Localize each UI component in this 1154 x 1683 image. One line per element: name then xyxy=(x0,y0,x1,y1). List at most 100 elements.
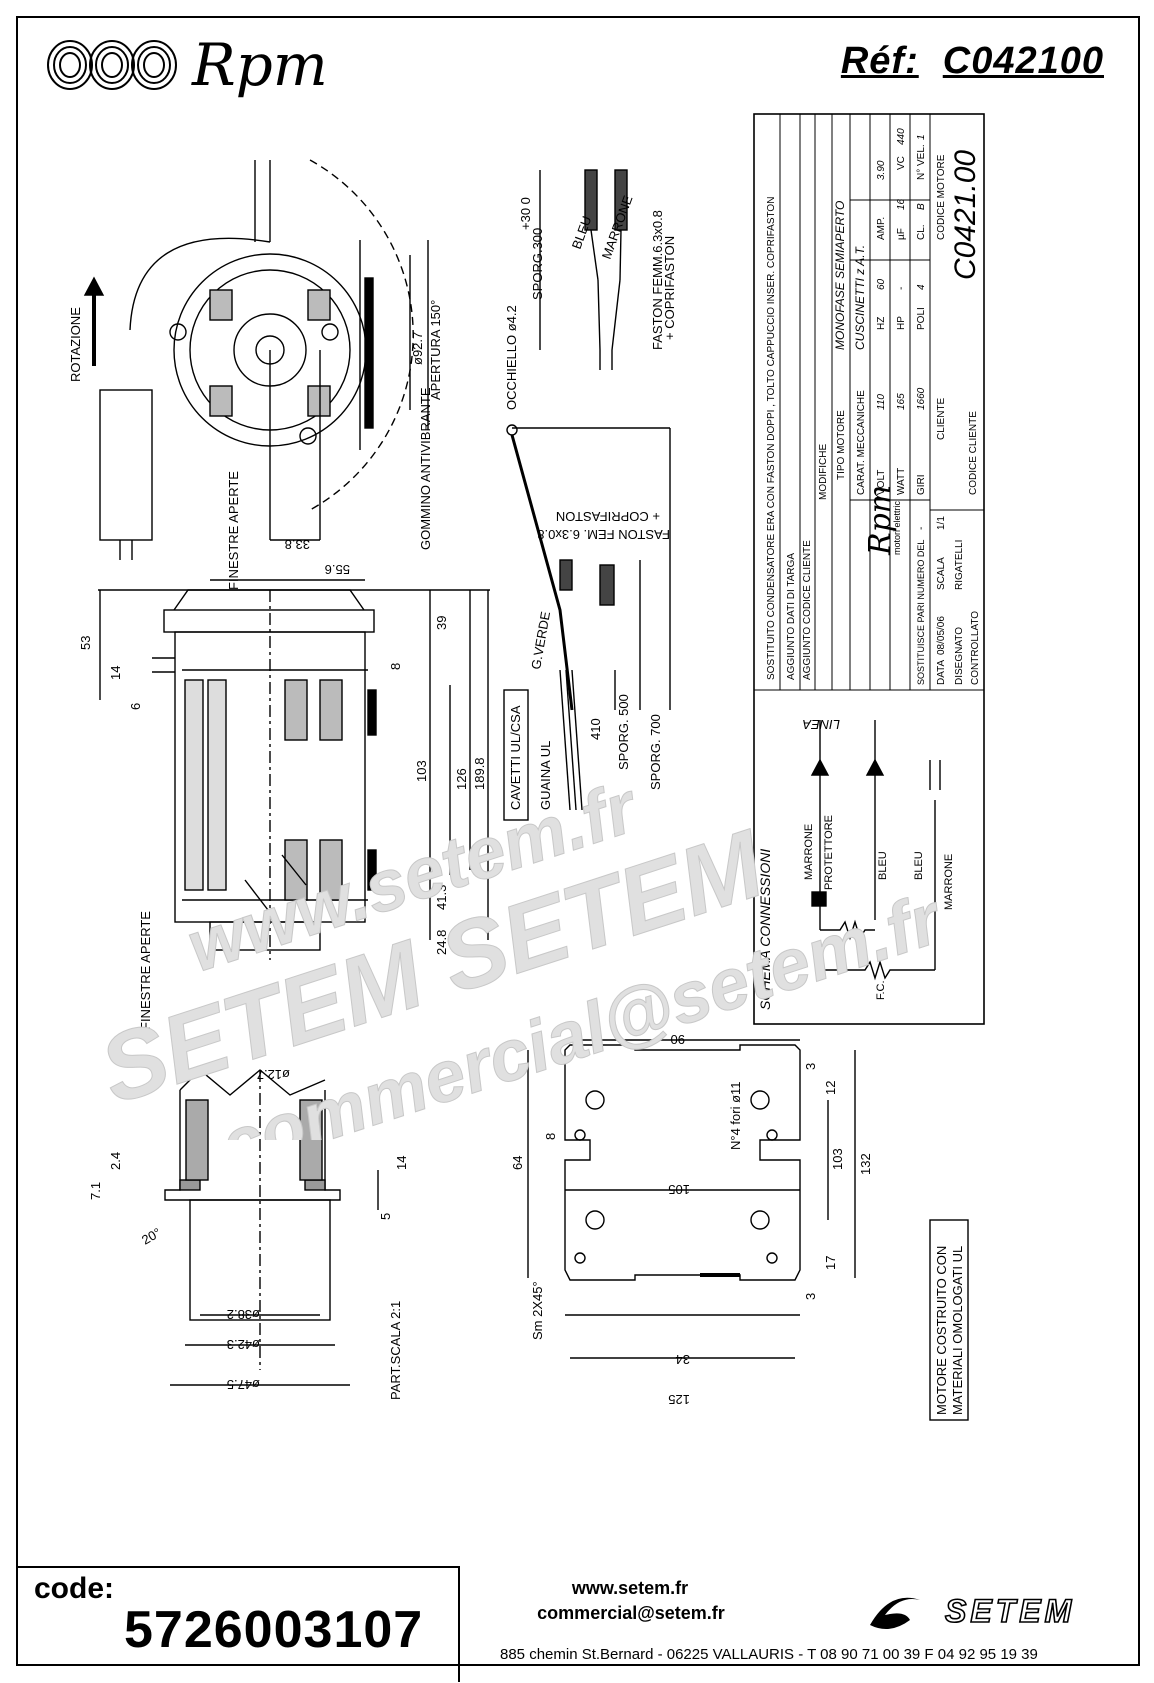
angle-20: 20° xyxy=(139,1225,164,1248)
dim-47-5: ø47.5 xyxy=(227,1377,260,1392)
rev1-text: AGGIUNTO CODICE CLIENTE xyxy=(802,540,813,680)
dim-3b: 3 xyxy=(803,1293,818,1300)
eyelet-label: OCCHIELLO ø4.2 xyxy=(504,305,519,410)
code-label: code: xyxy=(34,1572,115,1605)
fl-label: F.L. xyxy=(835,942,847,960)
vc-value: 440 xyxy=(896,128,907,145)
data-value: 08/05/06 xyxy=(936,616,947,655)
dim-2-4: 2.4 xyxy=(108,1152,123,1170)
poli-value: 4 xyxy=(916,284,927,290)
email-link[interactable]: commercial@setem.fr xyxy=(537,1603,725,1623)
faston-mid-label: FASTON FEM. 6.3x0.8 xyxy=(537,527,670,542)
setem-logo-text: SETEM xyxy=(945,1593,1075,1629)
drawing-frame xyxy=(16,16,1140,1666)
setem-swoosh-icon xyxy=(870,1597,920,1629)
cliente-label: CLIENTE xyxy=(936,397,947,440)
dim-132: 132 xyxy=(858,1153,873,1175)
faston-top-label: FASTON FEMM.6.3x0.8 xyxy=(650,210,665,350)
tb-brand-sub: motori elettrici xyxy=(892,499,902,555)
dim-103b: 103 xyxy=(830,1148,845,1170)
dim-103: 103 xyxy=(414,760,429,782)
code-box xyxy=(18,1566,460,1682)
code-value: 5726003107 xyxy=(124,1601,424,1659)
wire-blue-label: BLEU xyxy=(569,214,595,251)
dim-125: 125 xyxy=(668,1392,690,1407)
chamfer-label: Sm 2X45° xyxy=(530,1281,545,1340)
dim-8b: 8 xyxy=(543,1133,558,1140)
sporg-500-label: SPORG. 500 xyxy=(616,694,631,770)
scala-value: 1/1 xyxy=(936,516,947,530)
holes-label: N°4 fori ø11 xyxy=(728,1081,743,1150)
dim-12-7: ø12.7 xyxy=(257,1067,290,1082)
company-address: 885 chemin St.Bernard - 06225 VALLAURIS … xyxy=(500,1646,1038,1663)
faston-top-sub: + COPRIFASTON xyxy=(662,236,677,340)
tb-brand: Rpm xyxy=(863,485,898,556)
hz-label: HZ xyxy=(876,317,887,330)
website-link[interactable]: www.setem.fr xyxy=(571,1578,689,1598)
ul-note-line2: MATERIALI OMOLOGATI UL xyxy=(950,1246,965,1415)
disegnato-value: RIGATELLI xyxy=(954,540,965,590)
rpm-logo: Rpm xyxy=(44,30,328,100)
modifiche-label: MODIFICHE xyxy=(818,444,829,500)
tipo-motore-label: TIPO MOTORE xyxy=(836,410,847,480)
rotation-label: ROTAZIONE xyxy=(68,307,83,382)
dim-5: 5 xyxy=(378,1213,393,1220)
wire-blue2: BLEU xyxy=(913,851,925,880)
cables-label: CAVETTI UL/CSA xyxy=(508,705,523,810)
uf-label: µF xyxy=(896,228,907,240)
dim-diameter: ø92.7 xyxy=(410,332,425,365)
poli-label: POLI xyxy=(916,307,927,330)
uf-value: 16 xyxy=(896,198,907,210)
rev2-text: AGGIUNTO DATI DI TARGA xyxy=(786,553,797,680)
dim-41-3: 41.3 xyxy=(434,885,449,910)
codice-cliente-label: CODICE CLIENTE xyxy=(968,411,979,495)
cl-label: CL. xyxy=(916,224,927,240)
dim-17: 17 xyxy=(823,1256,838,1270)
aperture-label: APERTURA 150° xyxy=(428,300,443,400)
dim-64: 64 xyxy=(510,1156,525,1170)
vc-label: VC xyxy=(896,156,907,170)
part-scale-label: PART.SCALA 2:1 xyxy=(388,1301,403,1400)
bearings: CUSCINETTI z A.T. xyxy=(853,245,867,350)
amp-value: 3.90 xyxy=(876,160,887,180)
scala-label: SCALA xyxy=(936,557,947,590)
hz-value: 60 xyxy=(876,278,887,290)
vel-label: N° VEL. xyxy=(916,144,927,180)
sporg-300-label: SPORG.300 xyxy=(530,228,545,300)
wiring-schematic xyxy=(810,720,941,981)
dim-53: 53 xyxy=(78,636,93,650)
setem-logo: SETEM xyxy=(870,1592,1075,1630)
ref-value: C042100 xyxy=(942,40,1104,82)
faston-mid-sub: + COPRIFASTON xyxy=(556,509,660,524)
dim-55-6: 55.6 xyxy=(325,562,350,577)
wire-brown1: MARRONE xyxy=(803,824,815,880)
dim-12: 12 xyxy=(823,1081,838,1095)
cl-value: B xyxy=(916,203,927,210)
windows-bottom-label: FINESTRE APERTE xyxy=(138,911,153,1030)
ul-note-line1: MOTORE COSTRUITO CON xyxy=(934,1246,949,1415)
coil-logo-icon xyxy=(47,40,177,90)
wire-brown-label: MARRONE xyxy=(599,193,636,261)
disegnato-label: DISEGNATO xyxy=(954,627,965,685)
wiring-title: SCHEMA CONNESSIONI xyxy=(757,849,773,1010)
motor-type: MONOFASE SEMIAPERTO xyxy=(833,201,847,350)
dim-14b: 14 xyxy=(394,1156,409,1170)
sostituisce-value: - xyxy=(916,527,927,530)
dim-42-3: ø42.3 xyxy=(227,1337,260,1352)
line-label: LINEA xyxy=(802,717,840,732)
dim-33-8: 33.8 xyxy=(285,537,310,552)
data-label: DATA xyxy=(936,659,947,685)
dim-38-2: ø38.2 xyxy=(227,1307,260,1322)
windows-top-label: FINESTRE APERTE xyxy=(226,471,241,590)
volt-value: 110 xyxy=(876,394,887,410)
dim-6: 6 xyxy=(128,703,143,710)
amp-label: AMP. xyxy=(876,217,887,240)
title-block: SOSTITUITO CONDENSATORE ERA CON FASTON D… xyxy=(753,113,985,1025)
dim-189-8: 189.8 xyxy=(472,757,487,790)
dim-410: 410 xyxy=(588,718,603,740)
volt-label: VOLT xyxy=(876,470,887,495)
hp-value: - xyxy=(896,287,907,290)
wire-brown2: MARRONE xyxy=(943,854,955,910)
watt-value: 165 xyxy=(896,393,907,410)
dim-3a: 3 xyxy=(803,1063,818,1070)
